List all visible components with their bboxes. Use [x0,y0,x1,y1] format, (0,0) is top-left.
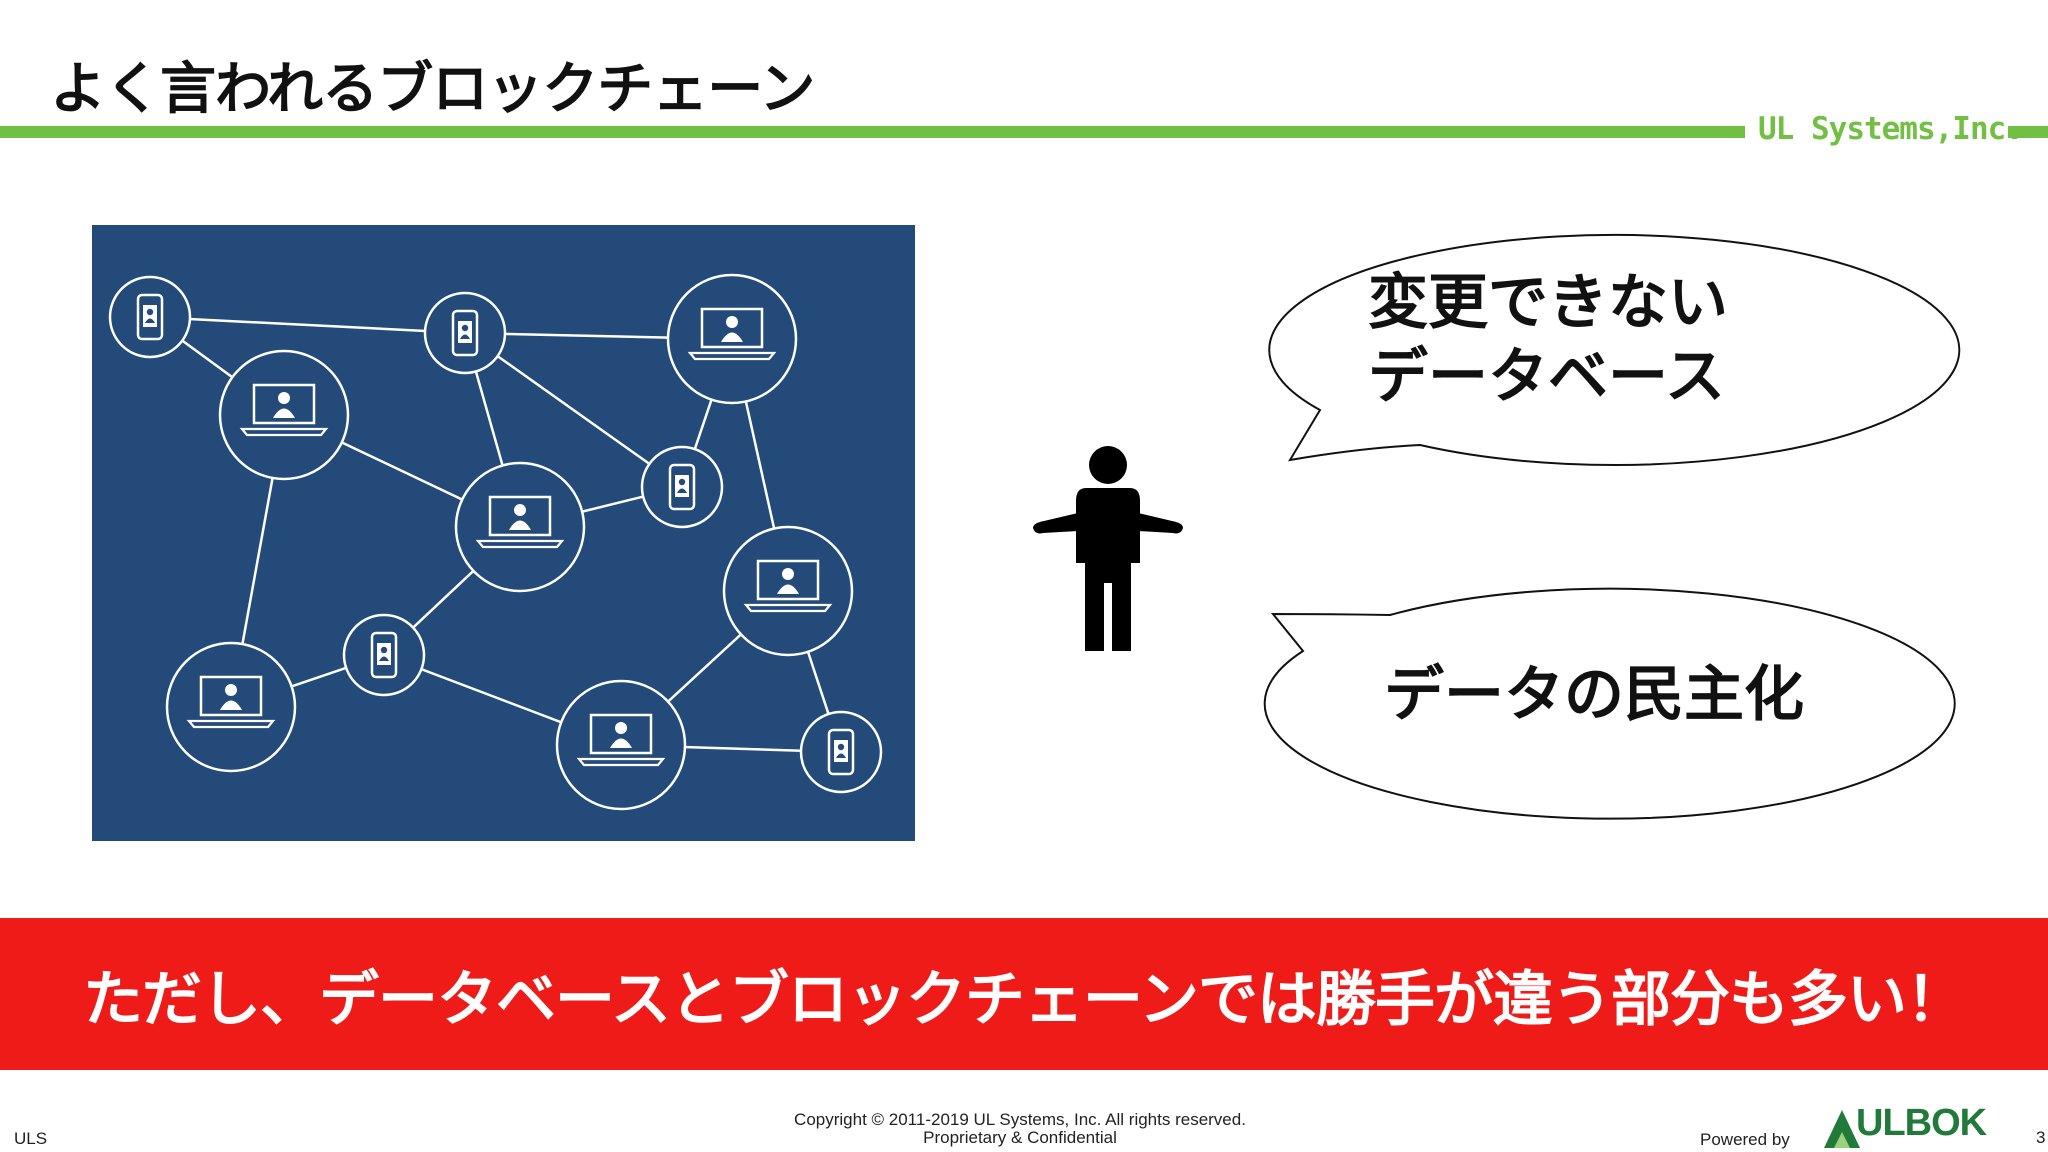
red-banner: ただし、データベースとブロックチェーンでは勝手が違う部分も多い！ [0,918,2048,1070]
bubble-text-democratization: データの民主化 [1384,658,1804,732]
bubble-line: 変更できない [1368,266,1728,340]
banner-text: ただし、データベースとブロックチェーンでは勝手が違う部分も多い！ [83,951,1965,1038]
powered-by-label: Powered by [1700,1130,1790,1150]
bubble-line: データベース [1368,340,1728,414]
bubble-line: データの民主化 [1384,658,1804,732]
footer-copyright: Copyright © 2011-2019 UL Systems, Inc. A… [620,1111,1420,1147]
ulbok-brand: ULBOK [1856,1102,1986,1145]
confidential-line: Proprietary & Confidential [620,1129,1420,1147]
page-number: 3 [2036,1128,2045,1148]
copyright-line: Copyright © 2011-2019 UL Systems, Inc. A… [620,1111,1420,1129]
footer-left-label: ULS [14,1129,47,1149]
bubble-text-immutable-db: 変更できない データベース [1368,266,1728,414]
